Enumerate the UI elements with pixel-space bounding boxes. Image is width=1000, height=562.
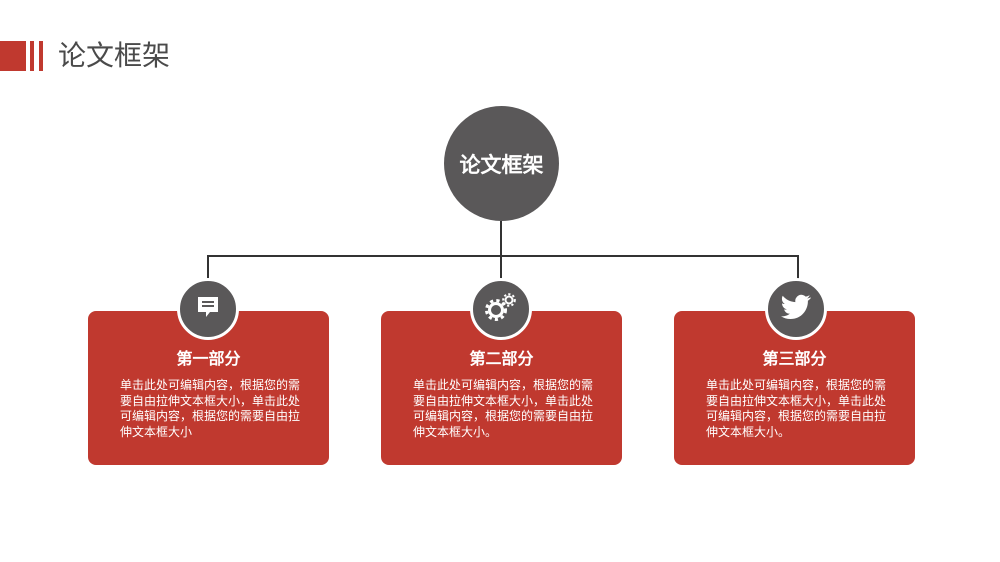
header-accent-bar-2 [39,41,43,71]
card-1-icon-badge [177,278,239,340]
center-connector-line [500,221,502,256]
card-title: 第三部分 [762,349,827,368]
card-title: 第二部分 [469,349,534,368]
chat-bubble-icon [195,294,221,324]
card-text: 单击此处可编辑内容，根据您的需要自由拉伸文本框大小，单击此处可编辑内容，根据您的… [413,378,594,439]
gears-icon [484,292,518,326]
card-text: 单击此处可编辑内容，根据您的需要自由拉伸文本框大小，单击此处可编辑内容，根据您的… [120,378,301,439]
card-3-icon-badge [765,278,827,340]
horizontal-connector-line [207,255,799,257]
header-accent-bar-1 [30,41,34,71]
header-accent-block [0,41,26,71]
center-node: 论文框架 [444,106,559,221]
left-branch-line [207,255,209,279]
page-title: 论文框架 [58,39,171,72]
right-branch-line [797,255,799,279]
card-title: 第一部分 [176,349,241,368]
center-node-label: 论文框架 [459,152,544,177]
middle-branch-line [500,255,502,279]
card-2-icon-badge [470,278,532,340]
card-part-3: 第三部分 单击此处可编辑内容，根据您的需要自由拉伸文本框大小，单击此处可编辑内容… [674,311,915,465]
card-text: 单击此处可编辑内容，根据您的需要自由拉伸文本框大小，单击此处可编辑内容，根据您的… [706,378,887,439]
twitter-bird-icon [781,294,811,324]
